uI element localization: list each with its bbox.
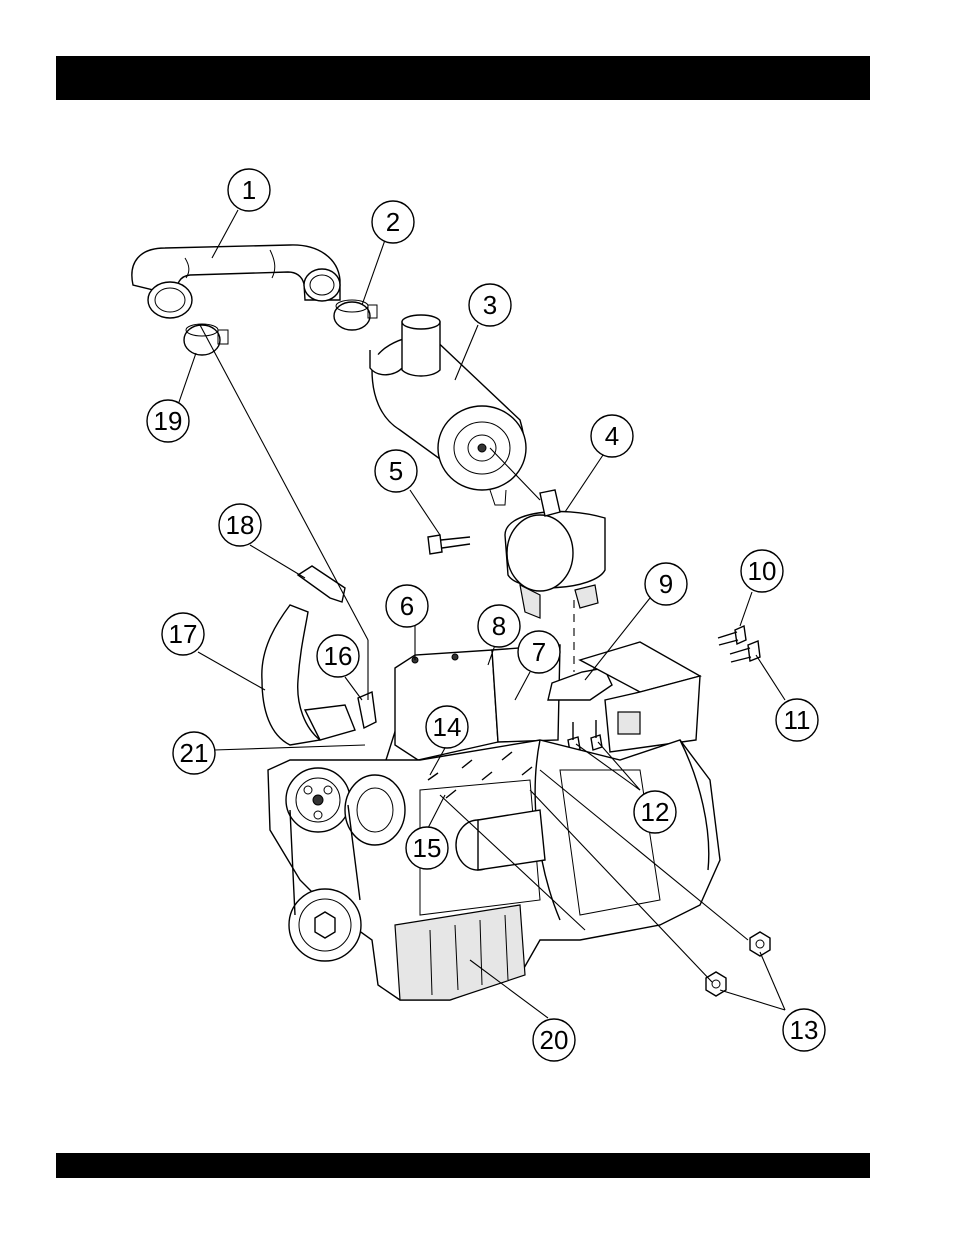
- callout-label-10: 10: [748, 556, 777, 586]
- callout-15: 15: [406, 827, 448, 869]
- callout-12: 12: [634, 791, 676, 833]
- callout-13: 13: [783, 1009, 825, 1051]
- callout-3: 3: [469, 284, 511, 326]
- callout-11: 11: [776, 699, 818, 741]
- callout-label-11: 11: [784, 705, 811, 735]
- callout-6: 6: [386, 585, 428, 627]
- callout-label-20: 20: [540, 1025, 569, 1055]
- bolts-12: [568, 720, 602, 752]
- nut-13b: [706, 972, 726, 996]
- upper-pulley: [286, 768, 350, 832]
- alternator: [345, 775, 405, 845]
- bolt-10: [718, 626, 746, 645]
- callout-label-19: 19: [154, 406, 183, 436]
- callout-21: 21: [173, 732, 215, 774]
- callout-label-1: 1: [242, 175, 256, 205]
- callout-14: 14: [426, 706, 468, 748]
- callout-16: 16: [317, 635, 359, 677]
- callout-label-5: 5: [389, 456, 403, 486]
- intake-hose: [132, 245, 340, 318]
- callout-19: 19: [147, 400, 189, 442]
- hose-clamp-right: [334, 300, 377, 330]
- callout-label-21: 21: [180, 738, 209, 768]
- callout-5: 5: [375, 450, 417, 492]
- air-cleaner-band: [505, 490, 605, 618]
- callout-label-9: 9: [659, 569, 673, 599]
- callout-label-14: 14: [433, 712, 462, 742]
- callout-label-17: 17: [169, 619, 198, 649]
- callout-1: 1: [228, 169, 270, 211]
- callout-label-2: 2: [386, 207, 400, 237]
- callout-label-18: 18: [226, 510, 255, 540]
- lower-pulley: [289, 889, 361, 961]
- callout-9: 9: [645, 563, 687, 605]
- callout-18: 18: [219, 504, 261, 546]
- callout-label-4: 4: [605, 421, 619, 451]
- hose-clamp-left: [184, 324, 228, 355]
- callout-label-15: 15: [413, 833, 442, 863]
- callout-label-13: 13: [790, 1015, 819, 1045]
- callout-20: 20: [533, 1019, 575, 1061]
- callout-10: 10: [741, 550, 783, 592]
- band-bolt: [428, 535, 470, 554]
- callout-label-7: 7: [532, 637, 546, 667]
- callout-17: 17: [162, 613, 204, 655]
- callout-label-8: 8: [492, 611, 506, 641]
- bolt-11: [730, 641, 760, 662]
- callout-label-6: 6: [400, 591, 414, 621]
- callout-label-3: 3: [483, 290, 497, 320]
- callout-8: 8: [478, 605, 520, 647]
- mounting-bracket-9: [548, 642, 700, 752]
- callout-7: 7: [518, 631, 560, 673]
- callout-4: 4: [591, 415, 633, 457]
- callout-2: 2: [372, 201, 414, 243]
- callout-label-16: 16: [324, 641, 353, 671]
- callout-label-12: 12: [641, 797, 670, 827]
